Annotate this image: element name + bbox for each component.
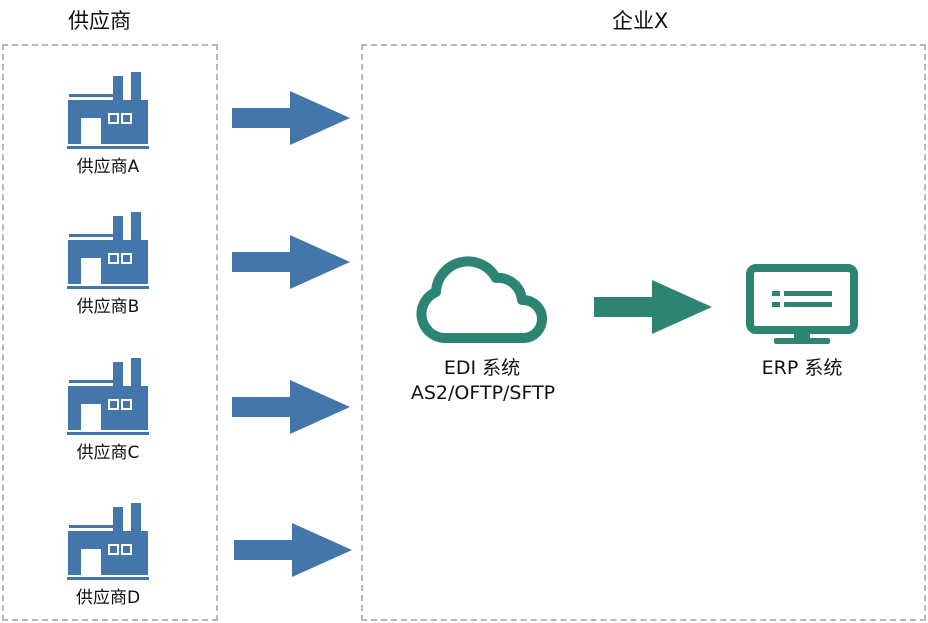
arrow-right-icon: [232, 380, 350, 434]
cloud-icon: [416, 256, 548, 343]
edi-system-label: EDI 系统: [443, 357, 521, 379]
supplier-label: 供应商B: [76, 297, 140, 317]
factory-icon: [67, 503, 149, 580]
supplier-group-frame: [2, 44, 218, 621]
supplier-label: 供应商C: [76, 443, 140, 463]
arrow-right-icon: [234, 523, 352, 577]
supplier-d: 供应商D: [60, 503, 156, 623]
supplier-group-title: 供应商: [68, 9, 131, 33]
enterprise-group-title: 企业X: [612, 9, 669, 33]
monitor-icon: [746, 264, 858, 344]
enterprise-group-frame: [361, 44, 926, 621]
factory-icon: [67, 72, 149, 149]
arrow-right-icon: [594, 280, 712, 334]
factory-icon: [67, 212, 149, 289]
supplier-b: 供应商B: [60, 212, 156, 342]
arrow-right-icon: [232, 91, 350, 145]
supplier-a: 供应商A: [60, 72, 156, 202]
supplier-c: 供应商C: [60, 358, 156, 488]
supplier-label: 供应商A: [76, 157, 140, 177]
arrow-right-icon: [232, 235, 350, 289]
supplier-label: 供应商D: [75, 588, 141, 608]
factory-icon: [67, 358, 149, 435]
edi-protocols-label: AS2/OFTP/SFTP: [410, 382, 556, 404]
erp-system-label: ERP 系统: [761, 357, 843, 379]
